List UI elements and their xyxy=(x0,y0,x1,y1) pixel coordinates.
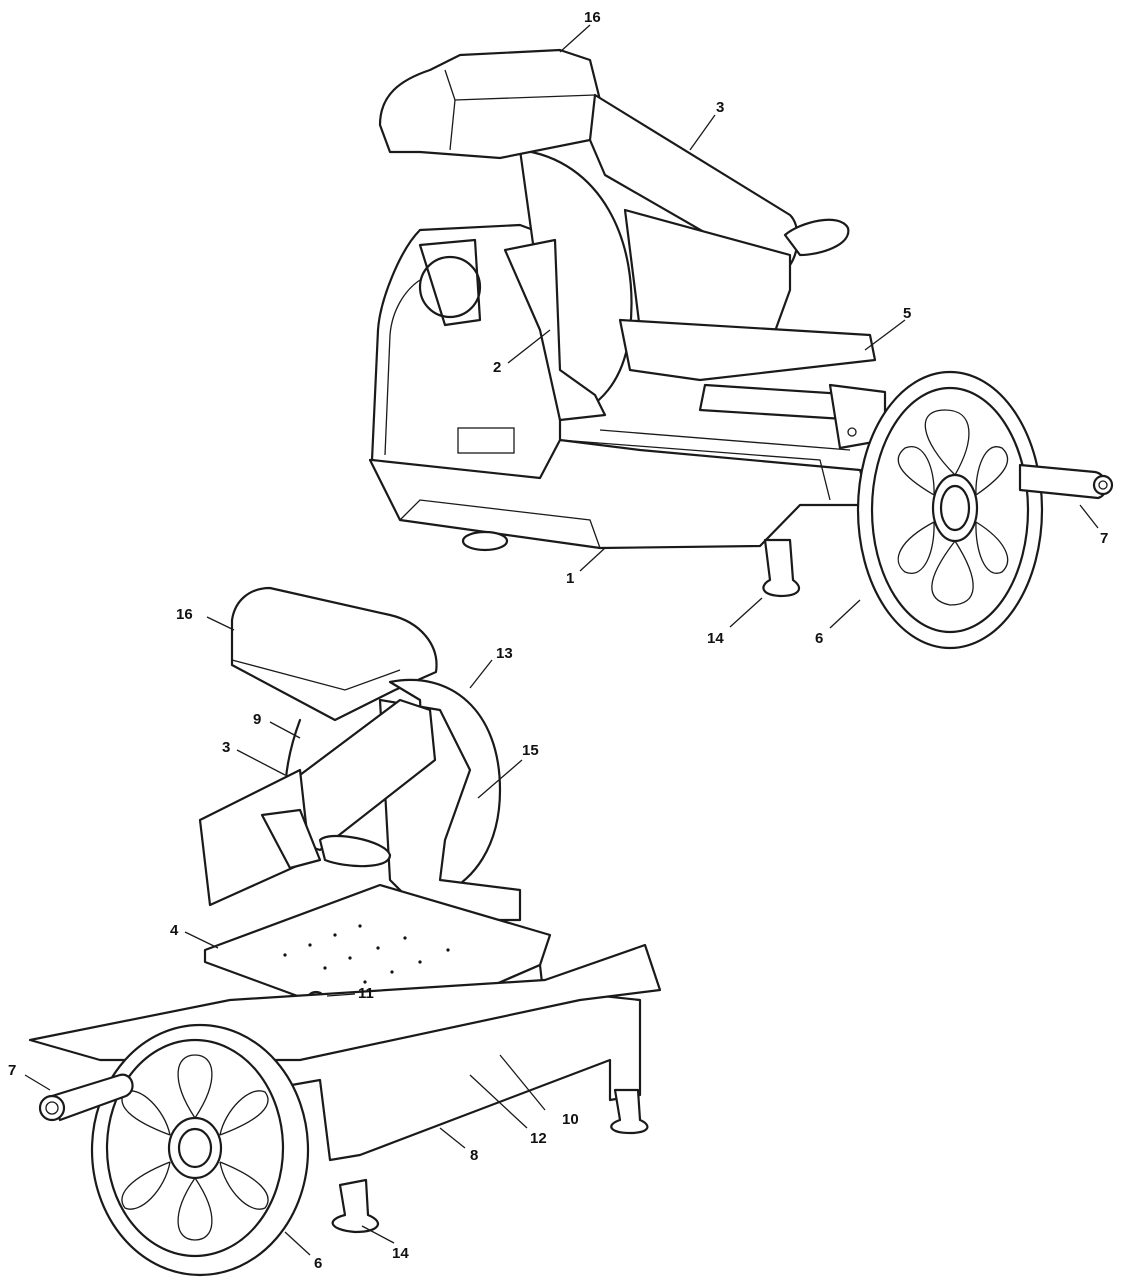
callout-14-upper: 14 xyxy=(707,597,763,647)
svg-text:10: 10 xyxy=(562,1111,579,1128)
svg-text:3: 3 xyxy=(222,739,230,756)
foot-right xyxy=(762,538,801,598)
foot-lower-right xyxy=(610,1088,649,1135)
callout-12-lower: 12 xyxy=(469,1074,547,1147)
upper-view: 16 3 5 2 1 7 14 6 xyxy=(368,9,1114,650)
callout-16-upper: 16 xyxy=(559,9,601,53)
svg-text:6: 6 xyxy=(314,1255,322,1272)
arm-knob-lower xyxy=(318,834,392,868)
callout-10-lower: 10 xyxy=(499,1054,579,1128)
callout-4-lower: 4 xyxy=(170,922,219,949)
svg-text:4: 4 xyxy=(170,922,179,939)
callout-6-lower: 6 xyxy=(284,1231,322,1272)
svg-text:8: 8 xyxy=(470,1147,478,1164)
svg-text:16: 16 xyxy=(176,606,193,623)
callout-16-lower: 16 xyxy=(176,606,235,631)
crank-handle-lower xyxy=(50,1073,134,1122)
lower-view: 16 13 9 3 15 4 11 7 xyxy=(8,586,662,1277)
foot-lower-left xyxy=(331,1178,380,1234)
svg-text:14: 14 xyxy=(707,630,724,647)
svg-text:7: 7 xyxy=(8,1062,16,1079)
svg-text:12: 12 xyxy=(530,1130,547,1147)
callout-2-upper: 2 xyxy=(493,329,551,376)
callout-1-upper: 1 xyxy=(566,547,606,587)
callout-9-lower: 9 xyxy=(253,711,301,739)
plate-holes xyxy=(283,924,450,984)
carriage-tray xyxy=(623,208,792,347)
slide-rail xyxy=(618,318,877,382)
svg-text:7: 7 xyxy=(1100,530,1108,547)
callout-7-upper: 7 xyxy=(1079,504,1108,547)
callout-8-lower: 8 xyxy=(439,1127,478,1164)
svg-text:6: 6 xyxy=(815,630,823,647)
svg-text:3: 3 xyxy=(716,99,724,116)
top-cover xyxy=(378,48,602,160)
svg-text:11: 11 xyxy=(358,985,374,1002)
callout-6-upper: 6 xyxy=(815,599,861,647)
flywheel-lower xyxy=(90,1023,310,1277)
callout-14-lower: 14 xyxy=(361,1225,409,1262)
svg-text:1: 1 xyxy=(566,570,574,587)
callout-7-lower: 7 xyxy=(8,1062,51,1091)
flywheel-upper xyxy=(856,370,1044,650)
arm-knob xyxy=(783,218,850,257)
blade-guard xyxy=(503,238,607,422)
top-cover-lower xyxy=(230,586,438,722)
callout-13-lower: 13 xyxy=(469,645,513,689)
callout-3-upper: 3 xyxy=(689,99,724,151)
svg-text:16: 16 xyxy=(584,9,601,26)
callout-11-lower: 11 xyxy=(326,985,374,1002)
foot-left xyxy=(461,530,509,552)
callout-15-lower: 15 xyxy=(477,742,539,799)
hub-cap xyxy=(418,255,482,319)
svg-text:15: 15 xyxy=(522,742,539,759)
svg-text:9: 9 xyxy=(253,711,261,728)
svg-text:13: 13 xyxy=(496,645,513,662)
svg-text:2: 2 xyxy=(493,359,501,376)
callout-5-upper: 5 xyxy=(864,305,911,351)
svg-text:5: 5 xyxy=(903,305,911,322)
svg-text:14: 14 xyxy=(392,1245,409,1262)
callout-3-lower: 3 xyxy=(222,739,286,776)
